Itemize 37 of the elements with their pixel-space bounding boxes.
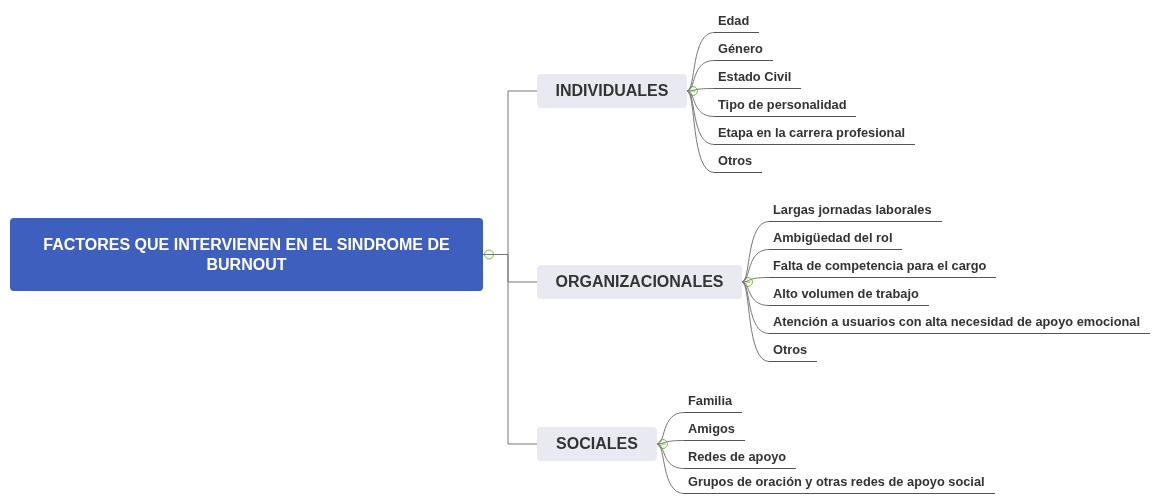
- connector-line: [686, 88, 715, 92]
- topic-box: ORGANIZACIONALES: [537, 265, 742, 299]
- connector-line: [741, 277, 770, 283]
- connector-line: [741, 249, 770, 283]
- connector-line: [741, 281, 770, 334]
- subtopic-label: Atención a usuarios con alta necesidad de apoyo emocional: [769, 313, 1150, 334]
- connector-line: [656, 440, 685, 445]
- connector-line: [741, 281, 770, 306]
- central-topic: FACTORES QUE INTERVIENEN EN EL SINDROME DE BURNOUT: [10, 218, 483, 291]
- subtopic-label: Otros: [714, 152, 763, 173]
- subtopic-label: Tipo de personalidad: [714, 96, 857, 117]
- connector-line: [482, 90, 538, 445]
- subtopic-label: Largas jornadas laborales: [769, 201, 942, 222]
- subtopic-label: Redes de apoyo: [684, 448, 797, 469]
- connector-line: [741, 221, 770, 283]
- subtopic-label: Edad: [714, 12, 760, 33]
- connector-line: [686, 60, 715, 92]
- subtopic-label: Ambigüedad del rol: [769, 229, 903, 250]
- connector-line: [656, 443, 685, 469]
- subtopic-label: Etapa en la carrera profesional: [714, 124, 916, 145]
- connector-line: [741, 281, 770, 362]
- connector-line: [686, 90, 715, 117]
- subtopic-label: Amigos: [684, 420, 745, 441]
- connector-line: [686, 90, 715, 173]
- subtopic-label: Falta de competencia para el cargo: [769, 257, 997, 278]
- topic-box: SOCIALES: [537, 427, 657, 461]
- topic-box: INDIVIDUALES: [537, 74, 687, 108]
- subtopic-label: Género: [714, 40, 773, 61]
- subtopic-label: Estado Civil: [714, 68, 802, 89]
- connector-line: [656, 412, 685, 445]
- subtopic-label: Otros: [769, 341, 818, 362]
- subtopic-label: Familia: [684, 392, 743, 413]
- connector-line: [686, 90, 715, 145]
- connector-line: [686, 32, 715, 92]
- subtopic-label: Alto volumen de trabajo: [769, 285, 929, 306]
- subtopic-label: Grupos de oración y otras redes de apoyo social: [684, 473, 995, 494]
- connector-line: [656, 443, 685, 494]
